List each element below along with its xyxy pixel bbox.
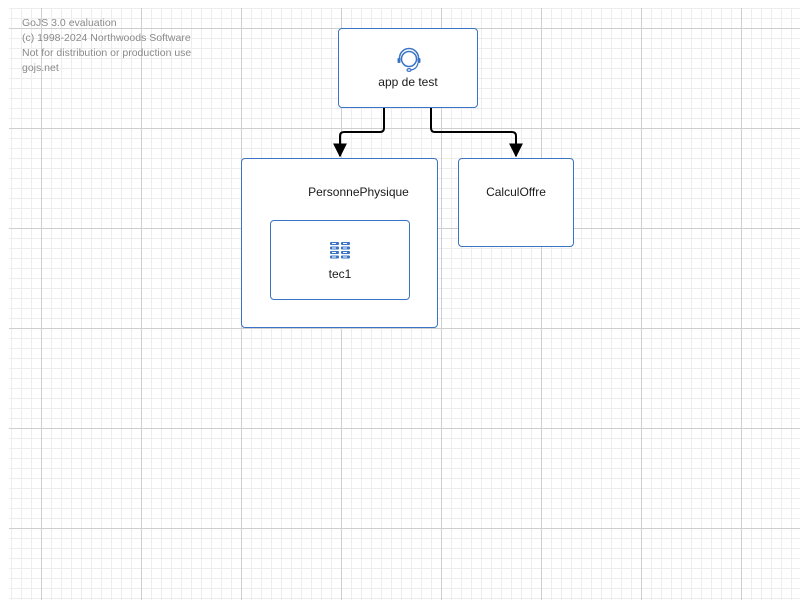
- group-label: CalculOffre: [486, 185, 546, 199]
- headset-icon: [397, 47, 421, 73]
- watermark-line: Not for distribution or production use: [22, 47, 192, 59]
- database-icon: [330, 242, 350, 259]
- node-label: app de test: [378, 75, 438, 89]
- watermark-line: GoJS 3.0 evaluation: [22, 17, 117, 29]
- node-label: tec1: [328, 267, 352, 281]
- node-tec1[interactable]: tec1: [270, 220, 410, 300]
- node-app-de-test[interactable]: app de test: [338, 28, 478, 108]
- link-app-to-personnephysique[interactable]: [333, 108, 385, 158]
- group-personnephysique[interactable]: PersonnePhysique: [241, 158, 438, 328]
- watermark-line: gojs.net: [22, 62, 59, 74]
- group-label: PersonnePhysique: [308, 185, 409, 199]
- link-app-to-calculoffre[interactable]: [430, 108, 523, 158]
- evaluation-watermark: GoJS 3.0 evaluation (c) 1998-2024 Northw…: [22, 16, 191, 76]
- group-calculoffre[interactable]: CalculOffre: [458, 158, 574, 247]
- watermark-line: (c) 1998-2024 Northwoods Software: [22, 32, 191, 44]
